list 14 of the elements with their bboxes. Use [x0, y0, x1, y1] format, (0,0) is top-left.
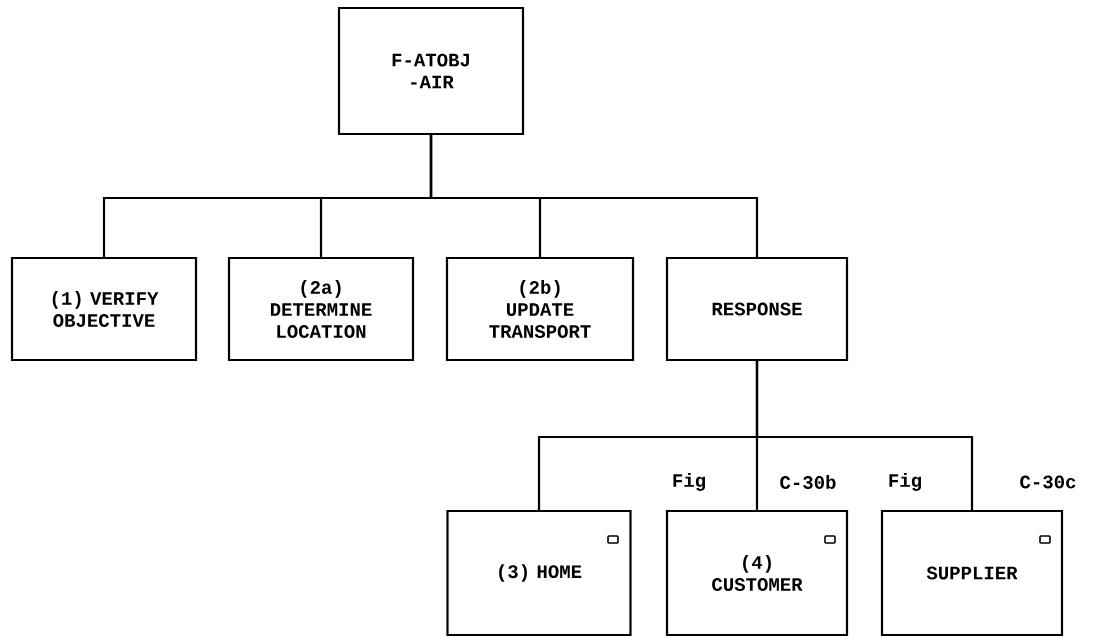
process-box: (3) HOME	[446, 509, 632, 637]
process-box: SUPPLIER	[880, 509, 1064, 637]
process-box: RESPONSE	[665, 256, 849, 362]
process-box: (2b) UPDATE TRANSPORT	[445, 256, 635, 362]
figure-reference: C-30c	[1020, 475, 1076, 489]
process-box: F-ATOBJ -AIR	[337, 6, 525, 136]
connector-line	[429, 135, 759, 257]
figure-reference: Fig	[889, 473, 922, 491]
process-box: (1) VERIFY OBJECTIVE	[10, 256, 198, 362]
process-box: (4) CUSTOMER	[665, 509, 849, 637]
connector-line	[755, 361, 974, 510]
figure-reference: Fig	[673, 473, 706, 491]
process-box: (2a) DETERMINE LOCATION	[227, 256, 415, 362]
figure-reference: C-30b	[780, 475, 836, 489]
